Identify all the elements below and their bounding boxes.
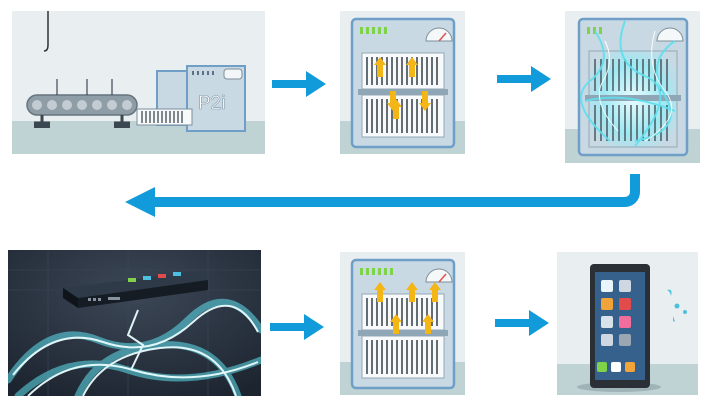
treatment-chamber-illustration [340, 11, 465, 154]
treatment-chamber-unload-illustration [340, 252, 465, 395]
p2i-logo-text: P2i [198, 93, 225, 114]
step-4-phone-plasma-panel [8, 250, 261, 396]
flow-arrow-3 [270, 314, 324, 340]
plasma-chamber-illustration [565, 11, 700, 163]
flow-return-arrow [125, 170, 645, 232]
phone-plasma-illustration [8, 250, 261, 396]
right-arrow-icon [270, 314, 324, 340]
smartphone-illustration [557, 252, 698, 395]
step-5-chamber-panel [340, 252, 465, 395]
flow-arrow-2 [497, 66, 551, 92]
right-arrow-icon [497, 66, 551, 92]
flow-arrow-4 [495, 310, 549, 336]
conveyor-machine-illustration: P2i [12, 11, 265, 154]
step-6-smartphone-panel [557, 252, 698, 395]
step-2-chamber-panel [340, 11, 465, 154]
right-arrow-icon [495, 310, 549, 336]
step-1-conveyor-panel: P2i [12, 11, 265, 154]
curved-return-arrow-icon [125, 174, 640, 217]
flow-arrow-1 [272, 71, 326, 97]
right-arrow-icon [272, 71, 326, 97]
step-3-plasma-panel [565, 11, 700, 163]
